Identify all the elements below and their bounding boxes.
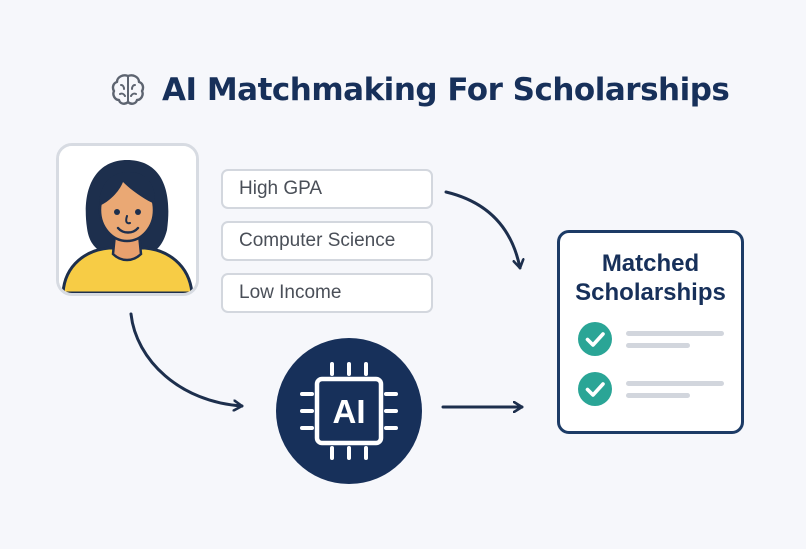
result-line — [626, 381, 724, 386]
ai-chip-icon: AI — [276, 338, 422, 484]
criteria-chip-low-income: Low Income — [221, 273, 433, 313]
result-line — [626, 343, 690, 348]
ai-label: AI — [333, 393, 366, 430]
check-circle-icon — [578, 322, 612, 356]
arrow-student-to-ai — [129, 312, 244, 406]
criteria-chip-computer-science: Computer Science — [221, 221, 433, 261]
page-title: AI Matchmaking For Scholarships — [162, 72, 730, 108]
results-title: Matched Scholarships — [575, 250, 726, 306]
student-avatar-icon — [59, 146, 196, 293]
header: AI Matchmaking For Scholarships — [108, 70, 730, 110]
check-circle-icon — [578, 372, 612, 406]
criteria-chip-high-gpa: High GPA — [221, 169, 433, 209]
result-line — [626, 393, 690, 398]
result-line — [626, 331, 724, 336]
student-avatar-card — [56, 143, 199, 296]
ai-engine-node: AI — [276, 338, 422, 484]
brain-icon — [111, 74, 145, 105]
arrow-criteria-to-results — [444, 190, 520, 270]
matched-scholarships-card: Matched Scholarships — [557, 230, 744, 434]
